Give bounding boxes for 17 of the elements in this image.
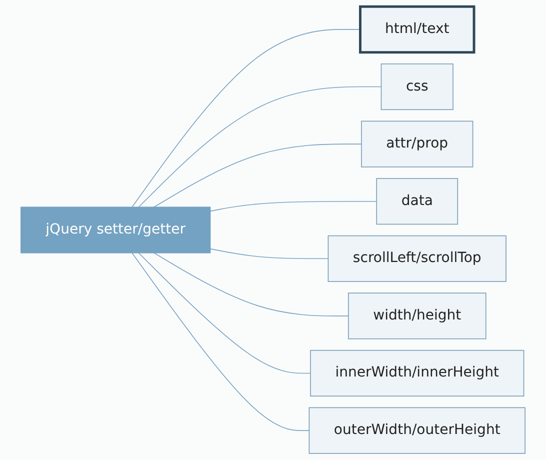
connector <box>154 144 362 208</box>
node-box: data <box>376 178 458 225</box>
connector <box>132 29 361 208</box>
node-box: scrollLeft/scrollTop <box>328 235 506 282</box>
connector <box>138 252 311 374</box>
connector <box>210 200 378 212</box>
connector <box>138 86 382 208</box>
connector <box>132 252 310 431</box>
node-box: html/text <box>359 5 476 54</box>
connector <box>154 252 349 316</box>
node-box: innerWidth/innerHeight <box>310 350 524 397</box>
node-box: css <box>380 63 454 110</box>
connector <box>210 248 329 260</box>
node-box: attr/prop <box>361 120 474 168</box>
node-box: outerWidth/outerHeight <box>308 407 526 454</box>
node-box: width/height <box>348 292 486 340</box>
node-box: jQuery setter/getter <box>20 206 211 254</box>
